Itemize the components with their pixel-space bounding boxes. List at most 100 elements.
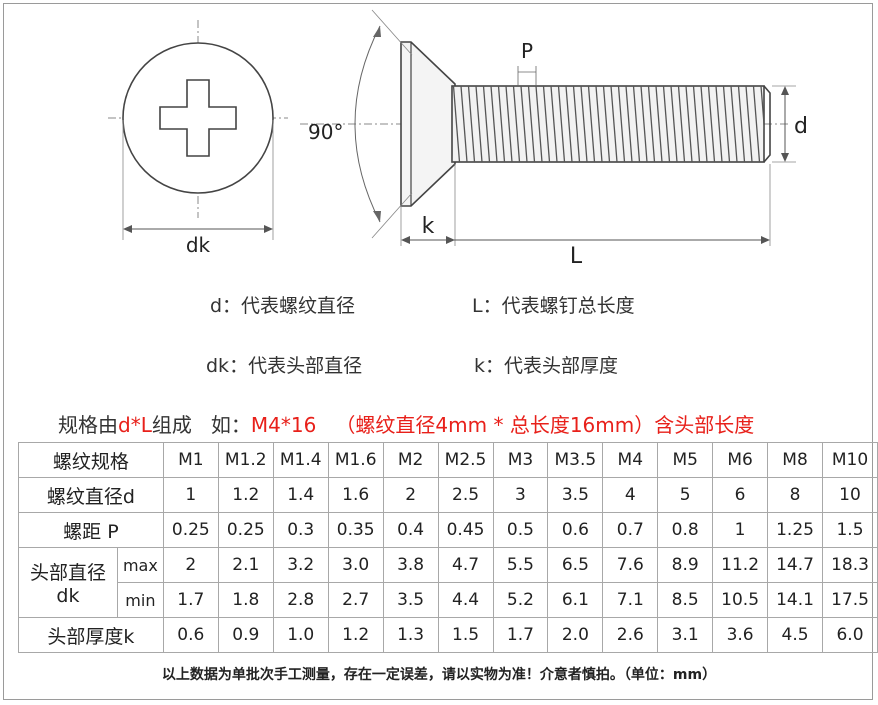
- thread-line: [587, 86, 596, 162]
- dk-label: dk: [186, 233, 211, 257]
- thread-line: [602, 86, 611, 162]
- value-cell: 1.7: [162, 582, 219, 618]
- value-cell: 8.5: [657, 582, 714, 618]
- value-cell: 6.1: [547, 582, 604, 618]
- value-cell: 0.7: [602, 512, 659, 548]
- value-cell: 6.5: [547, 547, 604, 583]
- l-dimension: L: [405, 164, 771, 269]
- size-cell: M3.5: [547, 442, 604, 478]
- d-dimension: d: [772, 85, 808, 163]
- value-cell: 2.1: [217, 547, 274, 583]
- value-cell: 3.6: [712, 617, 769, 653]
- value-cell: 11.2: [712, 547, 769, 583]
- thread-line: [707, 86, 716, 162]
- size-cell: M1: [162, 442, 219, 478]
- value-cell: 3: [492, 477, 549, 513]
- value-cell: 10.5: [712, 582, 769, 618]
- thread-line: [550, 86, 558, 162]
- value-cell: 1: [712, 512, 769, 548]
- thread-line: [625, 86, 633, 162]
- value-cell: 6: [712, 477, 769, 513]
- thread-line: [572, 86, 581, 162]
- head-diameter-label: 头部直径: [29, 562, 106, 584]
- legend-k: k：代表头部厚度: [474, 355, 619, 377]
- value-cell: 2.7: [327, 582, 384, 618]
- value-cell: 8: [767, 477, 823, 513]
- thread-line: [737, 86, 746, 162]
- value-cell: 0.8: [657, 512, 714, 548]
- size-cell: M1.2: [217, 442, 274, 478]
- thread-line: [647, 86, 656, 162]
- value-cell: 0.25: [217, 512, 274, 548]
- thread-line: [497, 86, 506, 162]
- value-cell: 1.8: [217, 582, 274, 618]
- head-diameter-symbol: dk: [56, 585, 80, 607]
- spec-formula: d*L: [118, 413, 152, 437]
- value-cell: 3.8: [382, 547, 439, 583]
- value-cell: 3.1: [657, 617, 714, 653]
- value-cell: 2: [382, 477, 439, 513]
- page-frame: [3, 3, 873, 700]
- size-cell: M1.4: [272, 442, 329, 478]
- screw-side-view: [300, 41, 790, 207]
- value-cell: 1.0: [272, 617, 329, 653]
- value-cell: 1.6: [327, 477, 384, 513]
- value-cell: 4.5: [767, 617, 823, 653]
- value-cell: 1.3: [382, 617, 439, 653]
- value-cell: 3.0: [327, 547, 384, 583]
- thread-line: [730, 86, 738, 162]
- size-cell: M6: [712, 442, 769, 478]
- value-cell: 14.7: [767, 547, 823, 583]
- value-cell: 5: [657, 477, 714, 513]
- value-cell: 5.2: [492, 582, 549, 618]
- min-label: min: [116, 582, 164, 618]
- angle-dimension: 90°: [308, 9, 413, 239]
- thread-line: [535, 86, 543, 162]
- value-cell: 1.5: [822, 512, 878, 548]
- value-cell: 1.2: [327, 617, 384, 653]
- spec-example: M4*16 （螺纹直径4mm * 总长度16mm）含头部长度: [250, 413, 755, 437]
- screw-technical-drawing: dk 90° P d: [108, 9, 808, 269]
- thread-line: [460, 86, 468, 162]
- value-cell: 2.0: [547, 617, 604, 653]
- legend-d: d：代表螺纹直径: [210, 295, 356, 317]
- thread-line: [467, 86, 476, 162]
- thread-line: [677, 86, 686, 162]
- thread-line: [580, 86, 588, 162]
- size-cell: M8: [767, 442, 823, 478]
- value-cell: 0.3: [272, 512, 329, 548]
- value-cell: 3.5: [547, 477, 604, 513]
- thread-line: [490, 86, 498, 162]
- thread-line: [670, 86, 678, 162]
- value-cell: 7.6: [602, 547, 659, 583]
- max-label: max: [116, 547, 164, 583]
- thread-line: [760, 86, 764, 133]
- value-cell: 3.2: [272, 547, 329, 583]
- thread-line: [722, 86, 731, 162]
- row-header: 头部厚度k: [18, 617, 164, 653]
- spec-description: 规格由d*L组成 如：M4*16 （螺纹直径4mm * 总长度16mm）含头部长…: [58, 409, 754, 438]
- thread-line: [617, 86, 626, 162]
- thread-line: [505, 86, 513, 162]
- value-cell: 17.5: [822, 582, 878, 618]
- value-cell: 1: [162, 477, 219, 513]
- value-cell: 2.5: [437, 477, 494, 513]
- value-cell: 8.9: [657, 547, 714, 583]
- size-cell: M2.5: [437, 442, 494, 478]
- thread-line: [512, 86, 521, 162]
- thread-line: [685, 86, 693, 162]
- legend-l: L：代表螺钉总长度: [472, 295, 635, 317]
- value-cell: 1.25: [767, 512, 823, 548]
- thread-line: [752, 86, 761, 162]
- row-header: 螺纹规格: [18, 442, 164, 478]
- angle-label: 90°: [308, 120, 343, 144]
- value-cell: 1.7: [492, 617, 549, 653]
- thread-line: [542, 86, 551, 162]
- size-cell: M5: [657, 442, 714, 478]
- thread-line: [700, 86, 708, 162]
- spec-middle: 组成 如：: [151, 413, 251, 437]
